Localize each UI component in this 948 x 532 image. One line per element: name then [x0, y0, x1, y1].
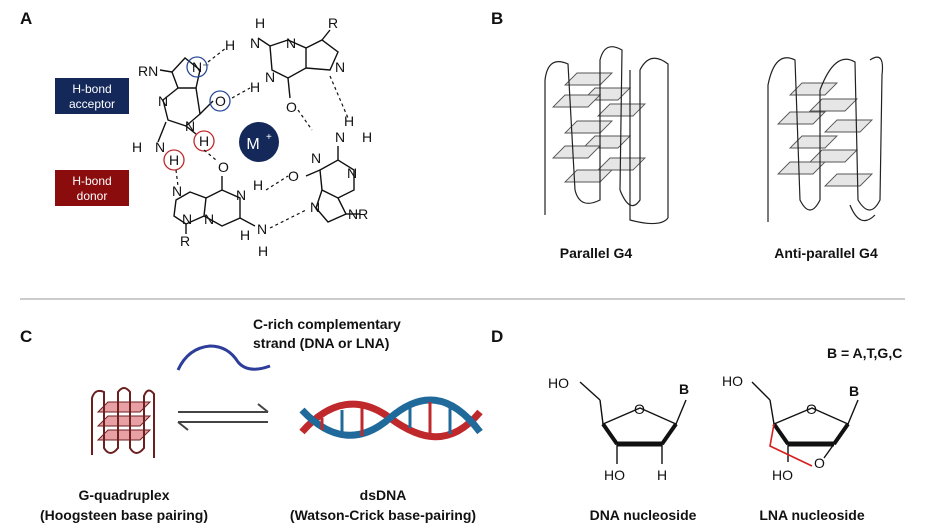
- atom-r-bl: R: [180, 233, 190, 249]
- dna-atom-ho: HO: [548, 375, 569, 391]
- panel-label-a: A: [20, 9, 32, 28]
- lna-atom-ho: HO: [722, 373, 743, 389]
- equilibrium-arrows: [177, 403, 269, 431]
- guanine-bottom-left: [173, 176, 256, 234]
- atom-n-tr2: N: [286, 35, 296, 51]
- c-rich-strand: [176, 344, 271, 371]
- atom-n-br2: N: [311, 150, 321, 166]
- atom-nr-br: NR: [348, 206, 368, 222]
- atom-n-bl1: N: [172, 183, 182, 199]
- atom-h-bl3: H: [258, 243, 268, 259]
- atom-n-tl-a: N: [158, 93, 168, 109]
- guanine-top-left: [157, 57, 214, 143]
- legend-acceptor-line2: acceptor: [69, 97, 115, 111]
- atom-n-br3: N: [347, 165, 357, 181]
- atom-n-tr4: N: [335, 59, 345, 75]
- panel-label-c: C: [20, 327, 32, 346]
- antiparallel-g4-diagram: [767, 56, 884, 222]
- dna-atom-o: O: [634, 401, 645, 417]
- base-note: B = A,T,G,C: [827, 345, 902, 361]
- strand-label-line2: strand (DNA or LNA): [253, 335, 389, 351]
- dsdna-label-line2: (Watson-Crick base-pairing): [290, 507, 476, 523]
- atom-n-tr3: N: [265, 69, 275, 85]
- g-quadruplex-icon: [91, 387, 155, 458]
- antiparallel-g4-label: Anti-parallel G4: [774, 245, 878, 261]
- lna-atom-b: B: [849, 383, 859, 399]
- dna-atom-b: B: [679, 381, 689, 397]
- atom-o-tl: O: [215, 93, 226, 109]
- metal-ion-label: M: [246, 136, 259, 153]
- legend-acceptor-line1: H-bond: [72, 82, 111, 96]
- guanine-bottom-right: [305, 146, 360, 223]
- lna-atom-o-bridge: O: [814, 455, 825, 471]
- atom-n-br4: N: [310, 199, 320, 215]
- atom-n-bl2: N: [236, 187, 246, 203]
- acceptor-ring-o: [209, 90, 231, 112]
- dna-atom-h: H: [657, 467, 667, 483]
- atom-o-tr: O: [286, 99, 297, 115]
- lna-nucleoside-structure: [751, 381, 859, 467]
- atom-h-br2: H: [362, 129, 372, 145]
- atom-h-tr3: H: [250, 79, 260, 95]
- gq-label-line1: G-quadruplex: [78, 487, 169, 503]
- legend-acceptor-box: [55, 78, 129, 114]
- dna-nucleoside-label: DNA nucleoside: [590, 507, 697, 523]
- lna-atom-o: O: [806, 401, 817, 417]
- parallel-g4-label: Parallel G4: [560, 245, 633, 261]
- parallel-g4-diagram: [544, 46, 669, 225]
- atom-n-tl-b: N: [185, 118, 195, 134]
- strand-label-line1: C-rich complementary: [253, 316, 401, 332]
- atom-r-tr: R: [328, 15, 338, 31]
- atom-h-donor1: H: [199, 133, 209, 149]
- atom-n-bl3: N: [182, 211, 192, 227]
- donor-ring-h2: [163, 149, 185, 171]
- metal-ion: [239, 122, 279, 162]
- g-tetrad-structure: H-bond acceptor H-bond donor M + RN N⁻ O…: [55, 15, 372, 259]
- dsdna-helix: [299, 396, 483, 441]
- atom-h-donor2: H: [169, 152, 179, 168]
- panel-label-d: D: [491, 327, 503, 346]
- guanine-top-right: [257, 29, 339, 99]
- panel-label-b: B: [491, 9, 503, 28]
- atom-n-bl5: N: [257, 221, 267, 237]
- dna-atom-ho-bottom: HO: [604, 467, 625, 483]
- dna-nucleoside-structure: [579, 381, 687, 464]
- atom-n-tl-minus: N⁻: [192, 59, 210, 75]
- atom-n-bl4: N: [204, 211, 214, 227]
- atom-h-br1: H: [344, 113, 354, 129]
- atom-hn-tl: H: [132, 139, 142, 155]
- legend-donor-box: [55, 170, 129, 206]
- atom-n-br1: N: [335, 129, 345, 145]
- atom-rn-tl: RN: [138, 63, 158, 79]
- atom-h-tr1: H: [255, 15, 265, 31]
- legend-donor-line1: H-bond: [72, 174, 111, 188]
- dsdna-label-line1: dsDNA: [360, 487, 407, 503]
- atom-h-bl1: H: [253, 177, 263, 193]
- lna-atom-ho-bottom: HO: [772, 467, 793, 483]
- atom-o-br: O: [288, 168, 299, 184]
- atom-h-bl2: H: [240, 227, 250, 243]
- atom-o-bl: O: [218, 159, 229, 175]
- legend-donor-line2: donor: [77, 189, 108, 203]
- atom-h-tr2: H: [225, 37, 235, 53]
- lna-nucleoside-label: LNA nucleoside: [759, 507, 864, 523]
- donor-ring-h1: [193, 130, 215, 152]
- atom-n-tr1: N: [250, 35, 260, 51]
- metal-ion-charge: +: [266, 132, 272, 143]
- atom-n-tl-c: N: [155, 139, 165, 155]
- gq-label-line2: (Hoogsteen base pairing): [40, 507, 208, 523]
- acceptor-ring-n: [186, 56, 208, 78]
